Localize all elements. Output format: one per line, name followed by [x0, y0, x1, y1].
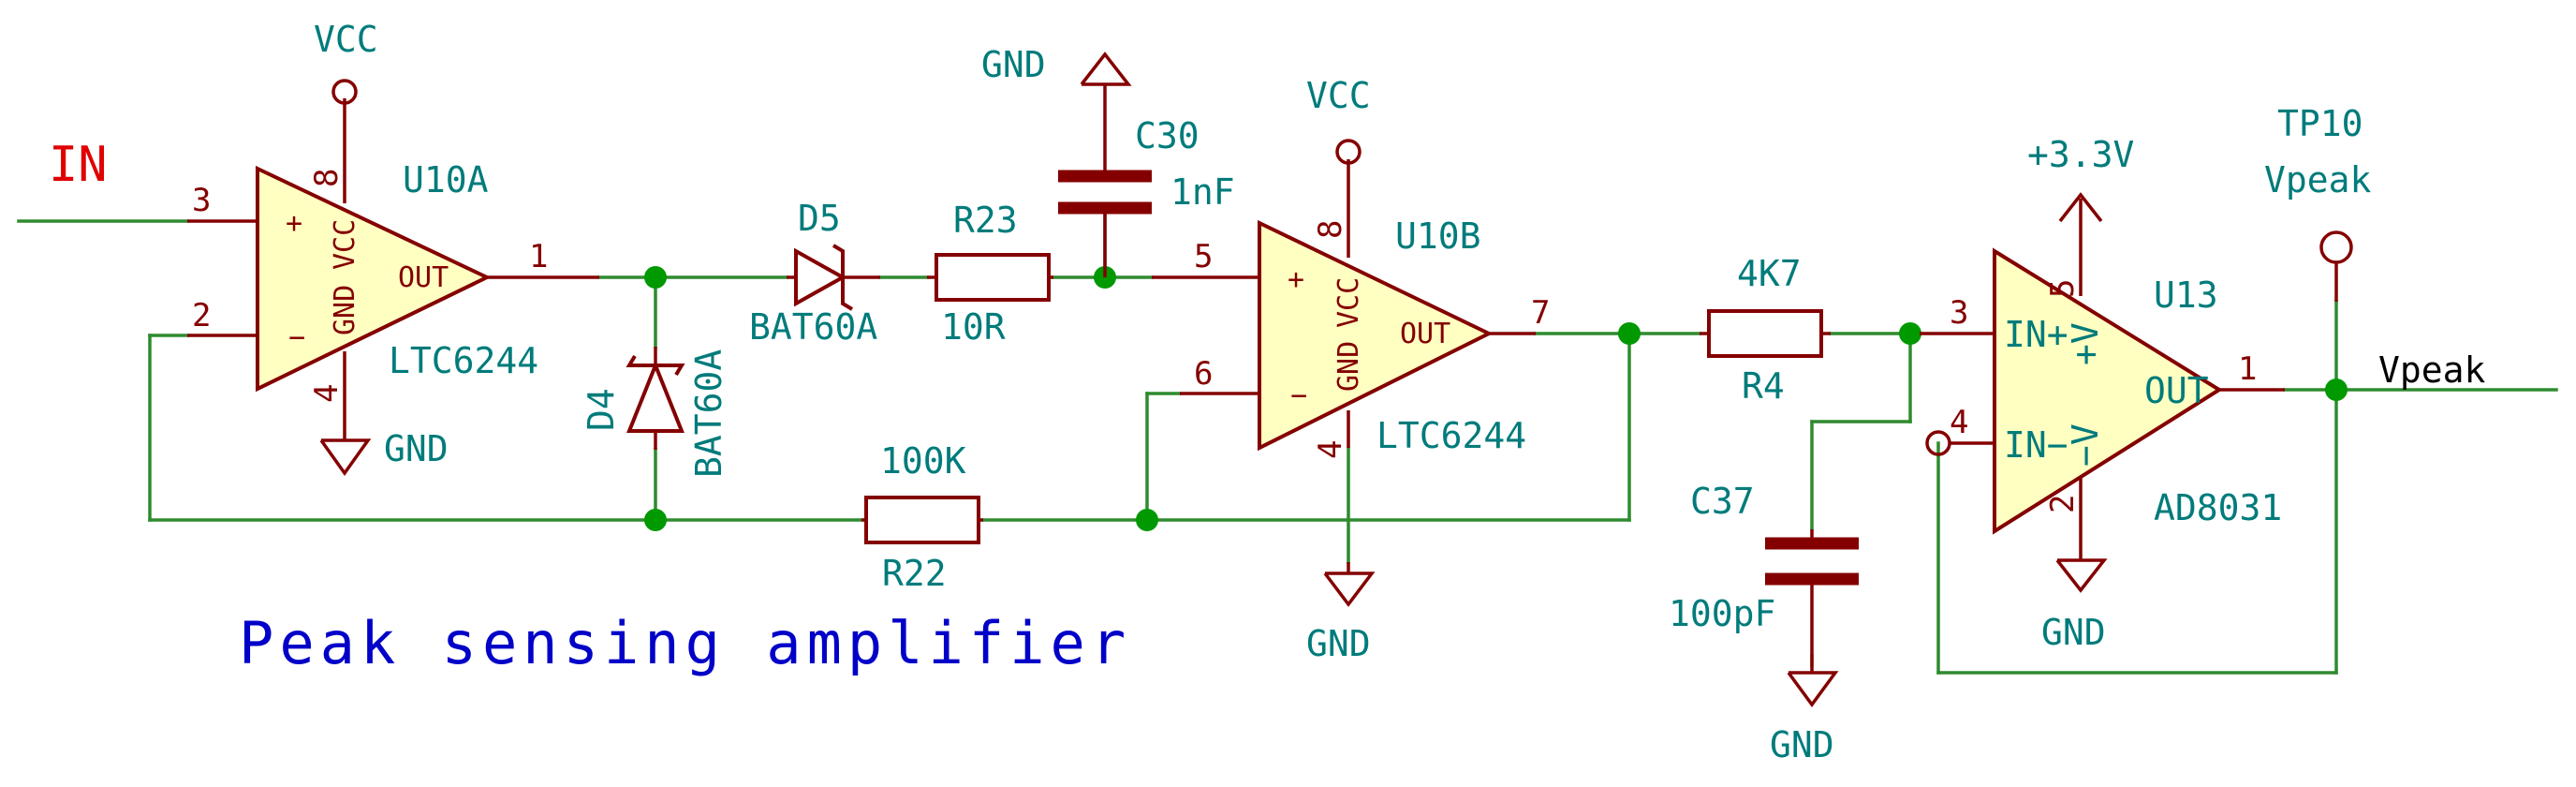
u10a-out-name: OUT [398, 261, 449, 294]
c37-gnd-label: GND [1770, 724, 1834, 765]
diode-d5: D5 BAT60A [749, 198, 880, 348]
capacitor-c37: C37 100pF GND [1669, 481, 1859, 765]
u10b-pin7: 7 [1531, 294, 1550, 332]
u13-inplus-name: IN+ [2004, 314, 2068, 355]
u10b-out-name: OUT [1400, 318, 1450, 350]
opamp-u10a: VCC GND U10A LTC6244 3 2 1 8 4 + − OUT V… [187, 19, 599, 477]
u13-pin2: 2 [2044, 495, 2082, 513]
wires [17, 204, 2558, 675]
u10b-pin6: 6 [1194, 355, 1213, 393]
u10a-plus-sign: + [286, 207, 302, 240]
capacitor-c30: GND C30 1nF [981, 44, 1235, 277]
u10a-minus-sign: − [288, 321, 305, 354]
r22-value: R22 [882, 553, 947, 594]
u10a-pin1: 1 [529, 238, 548, 275]
u10a-pin3: 3 [192, 182, 211, 219]
resistor-r23: R23 10R [927, 200, 1053, 348]
u13-out-name: OUT [2144, 370, 2209, 411]
u10b-ref: U10B [1395, 215, 1481, 257]
r4-value: 4K7 [1737, 253, 1802, 294]
junction-u10a-out [644, 266, 667, 289]
u13-pin3: 3 [1950, 294, 1968, 332]
d4-ref: D4 [581, 388, 622, 431]
test-point-tp10: TP10 Vpeak [2264, 103, 2372, 302]
c30-ref: C30 [1135, 115, 1200, 156]
c30-gnd-label: GND [981, 44, 1046, 85]
u10b-pin8: 8 [1312, 220, 1349, 239]
c37-value: 100pF [1669, 593, 1775, 634]
r22-ref: 100K [880, 440, 966, 482]
junction-u13-out [2325, 379, 2348, 401]
d5-value: BAT60A [749, 306, 877, 348]
junction-r22-right [1136, 509, 1158, 531]
u13-pin4: 4 [1950, 404, 1968, 441]
u13-ref: U13 [2154, 275, 2218, 316]
junction-d4-bottom [644, 509, 667, 531]
junction-u10b-out [1618, 322, 1641, 345]
schematic-title: Peak sensing amplifier [239, 609, 1131, 677]
d5-ref: D5 [798, 198, 841, 239]
u13-vsminus-name: −V [2065, 423, 2106, 467]
u13-pin5: 5 [2044, 279, 2082, 298]
u13-power-label: +3.3V [2027, 134, 2134, 175]
u10a-pin4: 4 [308, 384, 346, 403]
junction-u13-in [1899, 322, 1921, 345]
u13-inminus-name: IN− [2004, 424, 2068, 466]
u10b-minus-sign: − [1290, 379, 1307, 412]
d4-value: BAT60A [688, 349, 729, 478]
u13-value: AD8031 [2154, 487, 2282, 528]
r4-ref: R4 [1742, 365, 1785, 407]
u10a-gnd-label: GND [384, 428, 449, 469]
u10b-value: LTC6244 [1376, 415, 1526, 456]
u10a-power-label: VCC [314, 19, 378, 60]
opamp-u10b: VCC GND U10B LTC6244 5 6 7 8 4 + − OUT V… [1152, 75, 1550, 664]
u13-pin1: 1 [2238, 350, 2257, 388]
c37-ref: C37 [1690, 481, 1755, 522]
tp10-ref: TP10 [2277, 103, 2363, 144]
u10b-plus-sign: + [1288, 263, 1304, 296]
r23-ref: R23 [953, 200, 1018, 241]
u10b-vcc-name: VCC [1332, 277, 1365, 328]
resistor-r22: 100K R22 [861, 440, 983, 594]
u10b-power-label: VCC [1306, 75, 1371, 116]
resistor-r4: 4K7 R4 [1700, 253, 1831, 407]
u10a-pin2: 2 [192, 297, 211, 334]
u10a-vcc-name: VCC [329, 219, 361, 270]
u13-vsplus-name: +V [2065, 322, 2106, 365]
u13-gnd-label: GND [2041, 612, 2106, 653]
u10b-gnd-label: GND [1306, 623, 1371, 664]
u10a-value: LTC6244 [389, 340, 538, 381]
u10b-pin4: 4 [1312, 440, 1349, 459]
c30-value: 1nF [1170, 171, 1235, 213]
u10a-ref: U10A [403, 159, 489, 200]
r23-value: 10R [941, 306, 1006, 348]
u10b-gnd-name: GND [1332, 341, 1365, 392]
u10a-pin8: 8 [308, 169, 346, 187]
input-label: IN [49, 137, 108, 193]
opamp-u13: +3.3V GND U13 AD8031 3 4 1 5 2 IN+ IN− O… [1920, 134, 2285, 653]
output-label: Vpeak [2378, 349, 2486, 391]
u10a-gnd-name: GND [329, 285, 361, 335]
diode-d4: D4 BAT60A [581, 347, 729, 478]
u10b-pin5: 5 [1194, 238, 1213, 275]
tp10-value: Vpeak [2264, 159, 2372, 200]
